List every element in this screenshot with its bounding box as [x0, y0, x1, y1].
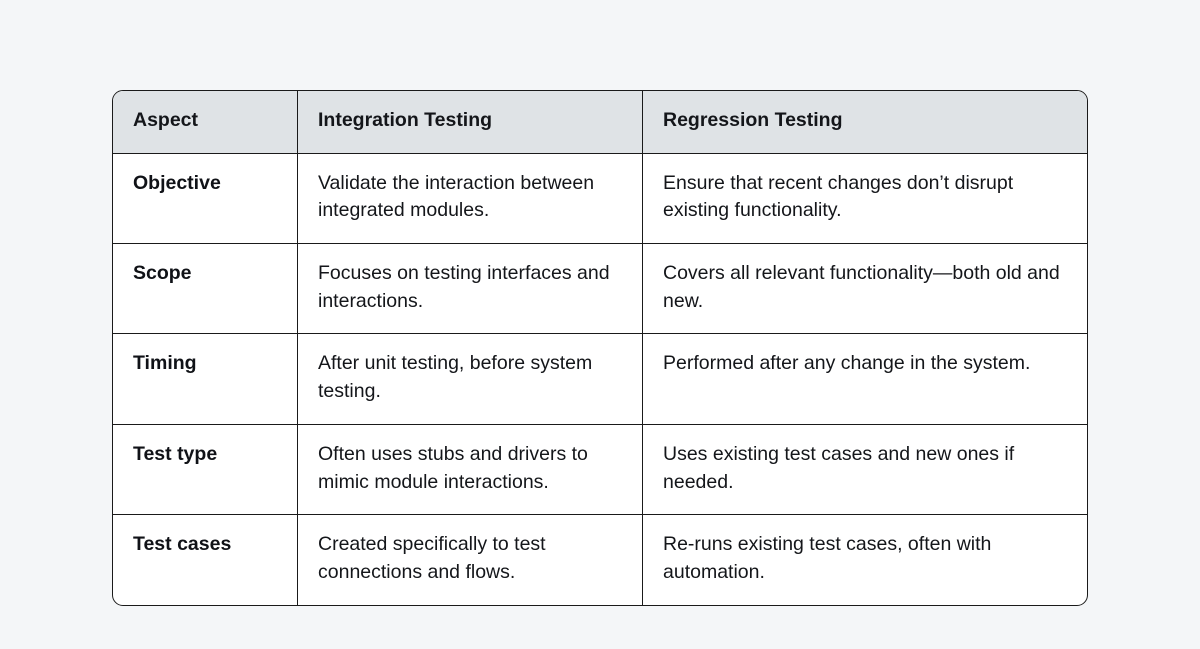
table-row: Timing After unit testing, before system… [113, 334, 1087, 425]
cell-integration: After unit testing, before system testin… [297, 334, 642, 425]
cell-aspect: Test type [113, 425, 297, 516]
cell-aspect: Test cases [133, 533, 232, 556]
column-header-aspect: Aspect [113, 91, 297, 154]
table-body: Objective Validate the interaction betwe… [113, 153, 1087, 605]
cell-regression: Covers all relevant functionality—both o… [642, 244, 1087, 335]
cell-aspect: Scope [113, 244, 297, 335]
header-row: Aspect Integration Testing Regression Te… [113, 91, 1087, 154]
table-row: Scope Focuses on testing interfaces and … [113, 244, 1087, 335]
testing-comparison-table: Aspect Integration Testing Regression Te… [112, 90, 1088, 606]
cell-aspect: Objective [113, 154, 297, 245]
table-row: Objective Validate the interaction betwe… [113, 153, 1087, 245]
table-header: Aspect Integration Testing Regression Te… [113, 91, 1087, 154]
cell-regression: Performed after any change in the system… [642, 334, 1087, 425]
comparison-table-container: Aspect Integration Testing Regression Te… [112, 90, 1088, 606]
cell-integration: Often uses stubs and drivers to mimic mo… [297, 424, 642, 516]
cell-integration: Validate the interaction between integra… [297, 153, 642, 245]
cell-integration: Created specifically to test connections… [297, 515, 642, 605]
table-row: Test cases Created specifically to test … [113, 515, 1087, 605]
cell-regression: Ensure that recent changes don’t disrupt… [642, 153, 1087, 245]
table-row: Test type Often uses stubs and drivers t… [113, 424, 1087, 516]
cell-integration: Focuses on testing interfaces and intera… [297, 244, 642, 335]
column-header-regression-testing: Regression Testing [642, 91, 1087, 154]
column-header-integration-testing: Integration Testing [297, 91, 642, 154]
cell-regression: Uses existing test cases and new ones if… [642, 424, 1087, 516]
cell-regression: Re-runs existing test cases, often with … [642, 515, 1087, 605]
cell-aspect: Timing [113, 334, 297, 425]
